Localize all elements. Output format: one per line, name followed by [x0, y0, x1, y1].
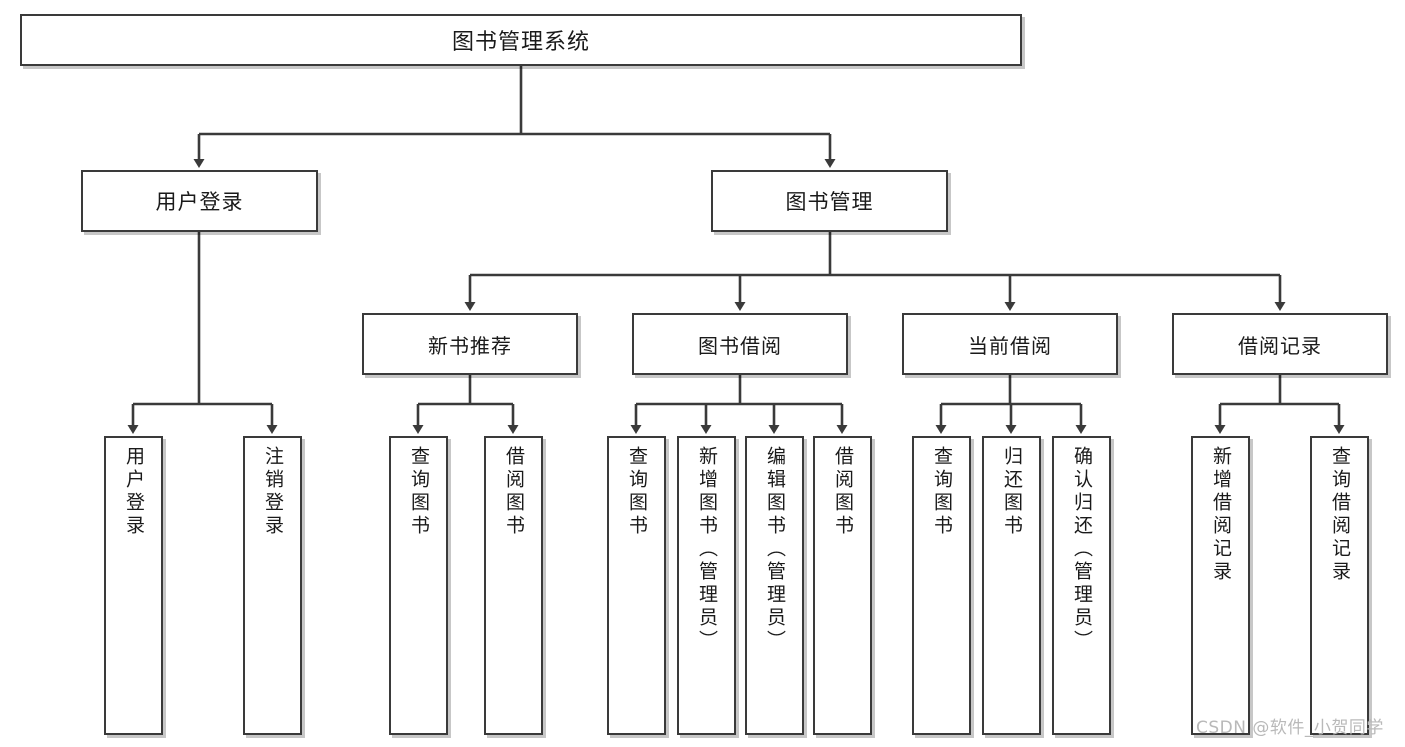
- node-new-book-recommend[interactable]: 新书推荐: [362, 313, 578, 375]
- node-label: 查询图书: [408, 446, 430, 538]
- node-label: 图书管理: [785, 190, 874, 214]
- node-label: 查询图书: [931, 446, 953, 538]
- leaf-borrow-add-book-admin[interactable]: 新增图书（管理员）: [677, 436, 736, 735]
- node-user-login[interactable]: 用户登录: [81, 170, 318, 232]
- node-label: 图书借阅: [698, 333, 782, 358]
- node-label: 归还图书: [1001, 446, 1023, 538]
- node-label: 用户登录: [155, 190, 244, 214]
- leaf-current-confirm-return-admin[interactable]: 确认归还（管理员）: [1052, 436, 1111, 735]
- leaf-user-logout[interactable]: 注销登录: [243, 436, 302, 735]
- node-label: 查询借阅记录: [1329, 446, 1351, 584]
- node-label: 编辑图书（管理员）: [764, 446, 786, 653]
- node-label: 查询图书: [626, 446, 648, 538]
- node-book-borrow[interactable]: 图书借阅: [632, 313, 848, 375]
- leaf-borrow-borrow-book[interactable]: 借阅图书: [813, 436, 872, 735]
- node-label: 借阅记录: [1238, 333, 1322, 358]
- node-root-system[interactable]: 图书管理系统: [20, 14, 1022, 66]
- node-borrow-records[interactable]: 借阅记录: [1172, 313, 1388, 375]
- leaf-borrow-query-book[interactable]: 查询图书: [607, 436, 666, 735]
- node-label: 用户登录: [123, 446, 145, 538]
- node-label: 借阅图书: [832, 446, 854, 538]
- leaf-current-return-book[interactable]: 归还图书: [982, 436, 1041, 735]
- node-book-management[interactable]: 图书管理: [711, 170, 948, 232]
- leaf-current-query-book[interactable]: 查询图书: [912, 436, 971, 735]
- node-label: 确认归还（管理员）: [1071, 446, 1093, 653]
- leaf-recommend-query-book[interactable]: 查询图书: [389, 436, 448, 735]
- leaf-borrow-edit-book-admin[interactable]: 编辑图书（管理员）: [745, 436, 804, 735]
- node-label: 注销登录: [262, 446, 284, 538]
- node-label: 当前借阅: [968, 333, 1052, 358]
- node-label: 新增图书（管理员）: [696, 446, 718, 653]
- node-current-borrow[interactable]: 当前借阅: [902, 313, 1118, 375]
- leaf-records-add-record[interactable]: 新增借阅记录: [1191, 436, 1250, 735]
- node-label: 新书推荐: [428, 333, 512, 358]
- node-label: 图书管理系统: [451, 30, 590, 55]
- leaf-records-query-record[interactable]: 查询借阅记录: [1310, 436, 1369, 735]
- leaf-user-login[interactable]: 用户登录: [104, 436, 163, 735]
- node-label: 新增借阅记录: [1210, 446, 1232, 584]
- node-label: 借阅图书: [503, 446, 525, 538]
- leaf-recommend-borrow-book[interactable]: 借阅图书: [484, 436, 543, 735]
- watermark-credit: CSDN @软件_小贺同学: [1196, 718, 1384, 738]
